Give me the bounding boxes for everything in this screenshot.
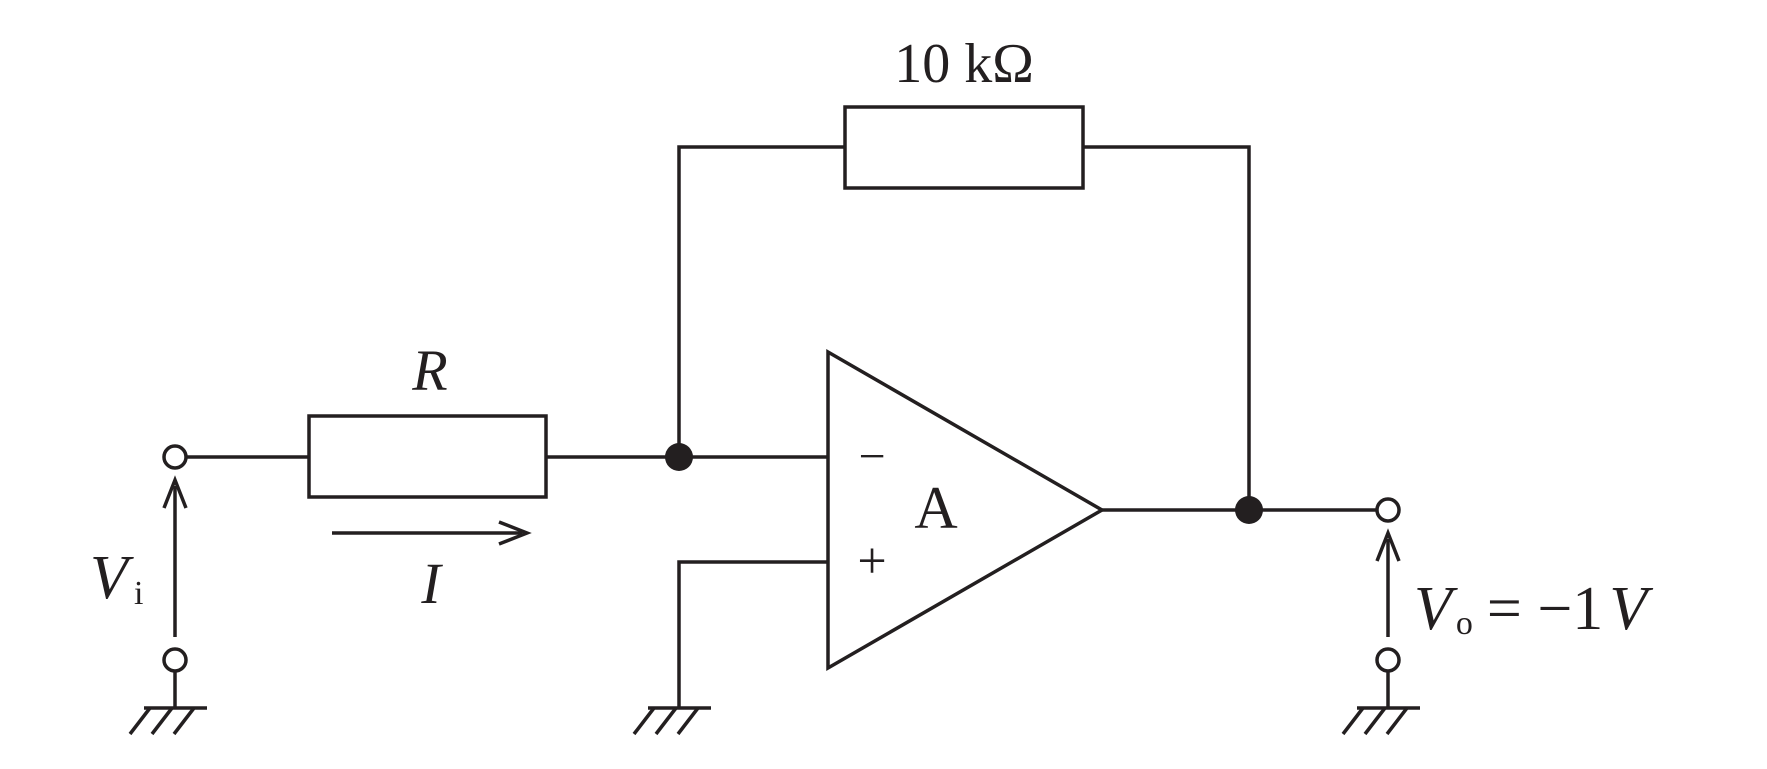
- current-arrow: [332, 520, 532, 546]
- junction-inverting-node: [665, 443, 693, 471]
- noninverting-sign: +: [857, 533, 886, 590]
- input-resistor: [307, 414, 548, 499]
- input-voltage-symbol: V: [90, 544, 134, 612]
- ground-symbol-output: [1341, 706, 1420, 736]
- output-voltage-symbol: V: [1414, 575, 1458, 643]
- input-terminal-bottom: [162, 647, 188, 673]
- output-voltage-unit: V: [1609, 575, 1653, 643]
- input-voltage-arrow: [162, 475, 188, 637]
- input-terminal-top: [162, 444, 188, 470]
- output-terminal-bottom: [1375, 647, 1401, 673]
- ground-symbol-input: [128, 706, 207, 736]
- feedback-resistor-label: 10 kΩ: [894, 33, 1034, 95]
- opamp-label: A: [914, 475, 957, 541]
- input-resistor-label: R: [411, 338, 447, 403]
- current-label: I: [420, 551, 443, 616]
- output-voltage-subscript: o: [1456, 605, 1473, 642]
- feedback-wire-left: [677, 145, 845, 457]
- opamp-triangle: [826, 348, 1106, 672]
- input-voltage-subscript: i: [134, 575, 143, 612]
- noninverting-ground-wire: [677, 560, 828, 708]
- output-terminal-top: [1375, 497, 1401, 523]
- junction-output-node: [1235, 496, 1263, 524]
- output-voltage-arrow: [1375, 528, 1401, 637]
- feedback-wire-right: [1083, 145, 1251, 510]
- ground-symbol-opamp: [632, 706, 711, 736]
- output-voltage-value: = −1: [1487, 575, 1603, 643]
- inverting-sign: −: [858, 430, 885, 483]
- feedback-resistor: [843, 105, 1085, 190]
